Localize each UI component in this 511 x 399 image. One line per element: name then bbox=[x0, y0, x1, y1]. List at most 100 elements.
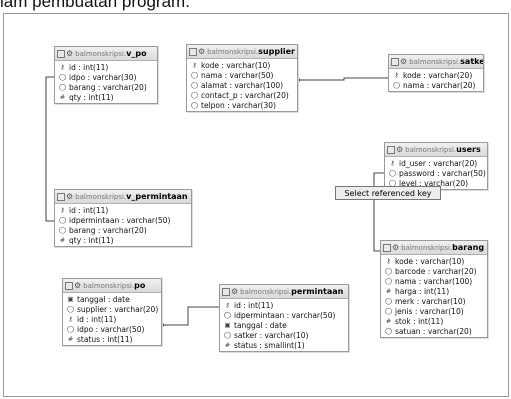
field-label: nama : varchar(100) bbox=[395, 276, 473, 286]
field-icon: ◯ bbox=[388, 169, 397, 177]
table-field-row[interactable]: ◯password : varchar(50) bbox=[388, 168, 486, 178]
table-field-row[interactable]: ◯telpon : varchar(30) bbox=[190, 100, 295, 110]
designer-canvas[interactable]: ⚙ balmonskripsi. v_po ⚷id : int(11)◯idpo… bbox=[3, 13, 509, 397]
field-label: contact_p : varchar(20) bbox=[201, 90, 289, 100]
table-header: ⚙ balmonskripsi. v_permintaan bbox=[55, 190, 191, 204]
table-header: ⚙ balmonskripsi. satker bbox=[389, 55, 483, 69]
field-icon: ◯ bbox=[190, 91, 199, 99]
table-field-row[interactable]: ◯idpermintaan : varchar(50) bbox=[58, 215, 189, 225]
table-field-row[interactable]: #qty : int(11) bbox=[58, 92, 155, 102]
gear-icon: ⚙ bbox=[74, 280, 82, 290]
field-label: barang : varchar(20) bbox=[69, 82, 147, 92]
field-label: id : int(11) bbox=[234, 300, 274, 310]
field-icon: ◯ bbox=[58, 73, 67, 81]
table-field-row[interactable]: ◯jenis : varchar(10) bbox=[384, 306, 485, 316]
table-v-po[interactable]: ⚙ balmonskripsi. v_po ⚷id : int(11)◯idpo… bbox=[54, 46, 158, 104]
table-field-row[interactable]: ◯nama : varchar(50) bbox=[190, 70, 295, 80]
table-field-row[interactable]: ⚷id : int(11) bbox=[58, 205, 189, 215]
gear-icon: ⚙ bbox=[392, 242, 400, 252]
number-icon: # bbox=[67, 335, 74, 343]
table-field-row[interactable]: ◯satker : varchar(10) bbox=[223, 330, 346, 340]
table-db-name: balmonskripsi. bbox=[75, 192, 127, 201]
table-field-row[interactable]: #qty : int(11) bbox=[58, 235, 189, 245]
table-field-row[interactable]: ◯idpo : varchar(30) bbox=[58, 72, 155, 82]
table-field-row[interactable]: ▣tanggal : date bbox=[223, 320, 346, 330]
field-label: tanggal : date bbox=[234, 320, 287, 330]
field-label: status : int(11) bbox=[77, 334, 133, 344]
field-icon: ◯ bbox=[384, 327, 393, 335]
field-label: satker : varchar(10) bbox=[234, 330, 309, 340]
key-icon: ⚷ bbox=[386, 257, 391, 265]
field-icon: ◯ bbox=[392, 81, 401, 89]
table-field-row[interactable]: ▣tanggal : date bbox=[66, 294, 159, 304]
gear-icon: ⚙ bbox=[198, 46, 206, 56]
table-field-row[interactable]: ◯nama : varchar(100) bbox=[384, 276, 485, 286]
field-icon: ◯ bbox=[223, 311, 232, 319]
key-icon: ⚷ bbox=[394, 71, 399, 79]
page-caption: lam pembuatan program. bbox=[0, 0, 190, 11]
field-label: idpermintaan : varchar(50) bbox=[234, 310, 336, 320]
table-field-row[interactable]: ◯barcode : varchar(20) bbox=[384, 266, 485, 276]
table-field-row[interactable]: ◯nama : varchar(20) bbox=[392, 80, 481, 90]
field-label: nama : varchar(50) bbox=[201, 70, 274, 80]
field-label: idpo : varchar(50) bbox=[77, 324, 145, 334]
gear-icon: ⚙ bbox=[66, 48, 74, 58]
field-label: merk : varchar(10) bbox=[395, 296, 466, 306]
table-field-row[interactable]: #status : smallint(1) bbox=[223, 340, 346, 350]
table-name: supplier bbox=[258, 47, 295, 56]
table-field-row[interactable]: ◯barang : varchar(20) bbox=[58, 82, 155, 92]
field-icon: ◯ bbox=[66, 325, 75, 333]
table-field-row[interactable]: ⚷id : int(11) bbox=[58, 62, 155, 72]
table-icon bbox=[222, 287, 230, 296]
field-label: satuan : varchar(20) bbox=[395, 326, 472, 336]
table-satker[interactable]: ⚙ balmonskripsi. satker ⚷kode : varchar(… bbox=[388, 54, 484, 92]
gear-icon: ⚙ bbox=[231, 286, 239, 296]
field-icon: ◯ bbox=[190, 101, 199, 109]
table-icon bbox=[383, 243, 391, 252]
table-field-row[interactable]: ◯barang : varchar(20) bbox=[58, 225, 189, 235]
relation-line bbox=[373, 172, 384, 252]
table-field-row[interactable]: ⚷kode : varchar(20) bbox=[392, 70, 481, 80]
table-field-row[interactable]: ◯idpermintaan : varchar(50) bbox=[223, 310, 346, 320]
table-icon bbox=[387, 145, 395, 154]
table-field-row[interactable]: #status : int(11) bbox=[66, 334, 159, 344]
table-field-row[interactable]: ⚷id_user : varchar(20) bbox=[388, 158, 485, 168]
field-label: jenis : varchar(10) bbox=[395, 306, 464, 316]
table-db-name: balmonskripsi. bbox=[405, 145, 457, 154]
table-field-row[interactable]: #harga : int(11) bbox=[384, 286, 485, 296]
table-name: satker bbox=[460, 57, 483, 66]
table-barang[interactable]: ⚙ balmonskripsi. barang ⚷kode : varchar(… bbox=[380, 240, 488, 338]
table-po[interactable]: ⚙ balmonskripsi. po ▣tanggal : date◯supp… bbox=[62, 278, 162, 346]
table-field-row[interactable]: ◯contact_p : varchar(20) bbox=[190, 90, 295, 100]
table-field-row[interactable]: ⚷kode : varchar(10) bbox=[190, 60, 295, 70]
key-icon: ⚷ bbox=[60, 206, 65, 214]
table-field-row[interactable]: ⚷ id : int(11) bbox=[223, 300, 346, 310]
table-field-row[interactable]: ◯merk : varchar(10) bbox=[384, 296, 485, 306]
table-field-row[interactable]: ◯level : varchar(20) bbox=[388, 178, 485, 188]
table-field-row[interactable]: ◯satuan : varchar(20) bbox=[384, 326, 485, 336]
table-header: ⚙ balmonskripsi. v_po bbox=[55, 47, 157, 61]
table-icon bbox=[391, 57, 399, 66]
table-users[interactable]: ⚙ balmonskripsi. users ⚷id_user : varcha… bbox=[384, 142, 488, 190]
field-label: harga : int(11) bbox=[395, 286, 450, 296]
gear-icon: ⚙ bbox=[66, 191, 74, 201]
field-label: barang : varchar(20) bbox=[69, 225, 147, 235]
number-icon: # bbox=[59, 93, 66, 101]
table-db-name: balmonskripsi. bbox=[83, 281, 135, 290]
table-supplier[interactable]: ⚙ balmonskripsi. supplier ⚷kode : varcha… bbox=[186, 44, 298, 112]
table-v-permintaan[interactable]: ⚙ balmonskripsi. v_permintaan ⚷id : int(… bbox=[54, 189, 192, 247]
table-field-row[interactable]: ◯alamat : varchar(100) bbox=[190, 80, 295, 90]
table-permintaan[interactable]: ⚙ balmonskripsi. permintaan ⚷id : int(11… bbox=[219, 284, 349, 352]
relation-line bbox=[45, 76, 54, 222]
field-label: qty : int(11) bbox=[69, 235, 114, 245]
field-icon: ◯ bbox=[66, 305, 75, 313]
key-icon: ⚷ bbox=[225, 301, 230, 309]
field-icon: ◯ bbox=[58, 226, 67, 234]
key-icon: ⚷ bbox=[68, 315, 73, 323]
table-field-row[interactable]: ◯idpo : varchar(50) bbox=[66, 324, 159, 334]
table-field-row[interactable]: ⚷kode : varchar(10) bbox=[384, 256, 485, 266]
table-field-row[interactable]: ◯supplier : varchar(20) bbox=[66, 304, 159, 314]
table-field-row[interactable]: #stok : int(11) bbox=[384, 316, 485, 326]
table-header: ⚙ balmonskripsi. po bbox=[63, 279, 161, 293]
table-field-row[interactable]: ⚷id : int(11) bbox=[66, 314, 159, 324]
